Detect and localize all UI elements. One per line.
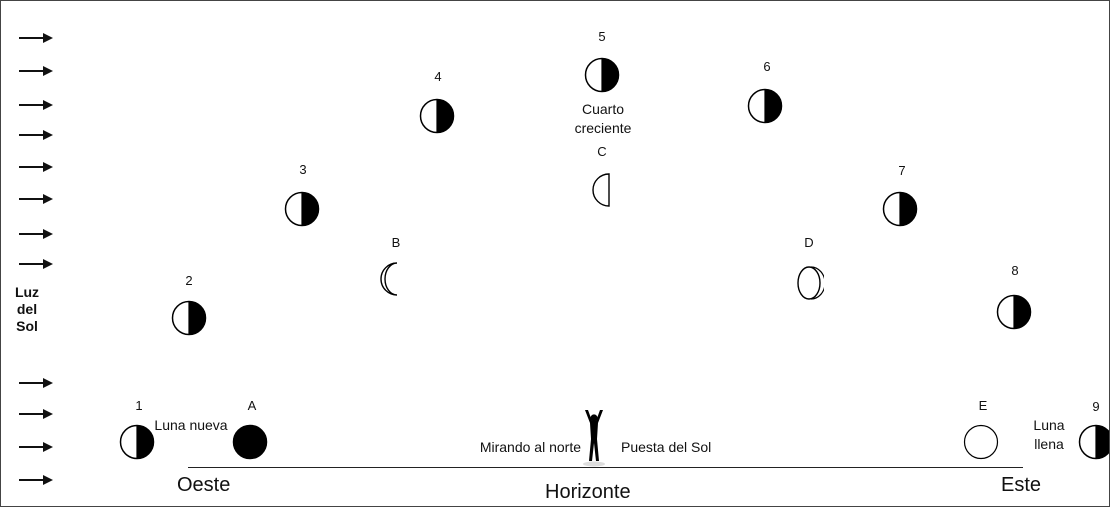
moon-phase-icon (584, 57, 620, 93)
sunlight-arrow-icon (19, 378, 53, 388)
phase-number: 6 (763, 59, 771, 74)
phase-number: 9 (1092, 399, 1100, 414)
crescent-moon-icon (380, 262, 398, 296)
full-moon-label: Luna llena (1033, 417, 1065, 452)
facing-north-label: Mirando al norte (479, 439, 581, 455)
moon-letter: C (597, 144, 607, 159)
phase-number: 8 (1011, 263, 1019, 278)
person-icon (583, 410, 605, 467)
sunlight-arrow-icon (19, 409, 53, 419)
horizon-line (188, 467, 1023, 468)
moon-phase-icon (119, 424, 155, 460)
phase-number: 5 (598, 29, 606, 44)
full-moon-icon (963, 424, 999, 460)
phase-number: 3 (299, 162, 307, 177)
moon-phase-icon (284, 191, 320, 227)
horizon-label: Horizonte (545, 481, 631, 503)
gibbous-moon-icon (797, 266, 824, 300)
moon-phase-icon (419, 98, 455, 134)
sunlight-label-line: del (16, 301, 38, 317)
sunset-label: Puesta del Sol (621, 439, 712, 455)
moon-letter: E (978, 398, 988, 413)
moon-phase-icon (996, 294, 1032, 330)
sunlight-arrow-icon (19, 259, 53, 269)
new-moon-icon (232, 424, 268, 460)
phase-number: 1 (135, 398, 143, 413)
sunlight-label-line: Luz (14, 284, 40, 300)
east-label: Este (1001, 474, 1042, 496)
sunlight-arrow-icon (19, 475, 53, 485)
sunlight-arrow-icon (19, 229, 53, 239)
sunlight-arrow-icon (19, 442, 53, 452)
moon-phase-icon (171, 300, 207, 336)
new-moon-label: Luna nueva (154, 417, 228, 433)
moon-letter: A (247, 398, 257, 413)
west-label: Oeste (177, 474, 231, 496)
moon-phase-icon (747, 88, 783, 124)
sunlight-arrow-icon (19, 130, 53, 140)
sunlight-arrow-icon (19, 100, 53, 110)
sunlight-arrow-icon (19, 33, 53, 43)
phase-number: 2 (185, 273, 193, 288)
moon-phase-icon (1078, 424, 1109, 460)
moon-letter: B (391, 235, 401, 250)
moon-letter: D (804, 235, 814, 250)
moon-phase-icon (882, 191, 918, 227)
sunlight-arrow-icon (19, 66, 53, 76)
first-quarter-moon-icon (592, 173, 610, 207)
phase-number: 4 (434, 69, 442, 84)
sunlight-arrow-icon (19, 162, 53, 172)
sunlight-arrow-icon (19, 194, 53, 204)
sunlight-label-line: Sol (16, 318, 38, 334)
first-quarter-label: Cuarto creciente (574, 101, 632, 136)
phase-number: 7 (898, 163, 906, 178)
sunlight-label: Luz del Sol (5, 284, 49, 335)
